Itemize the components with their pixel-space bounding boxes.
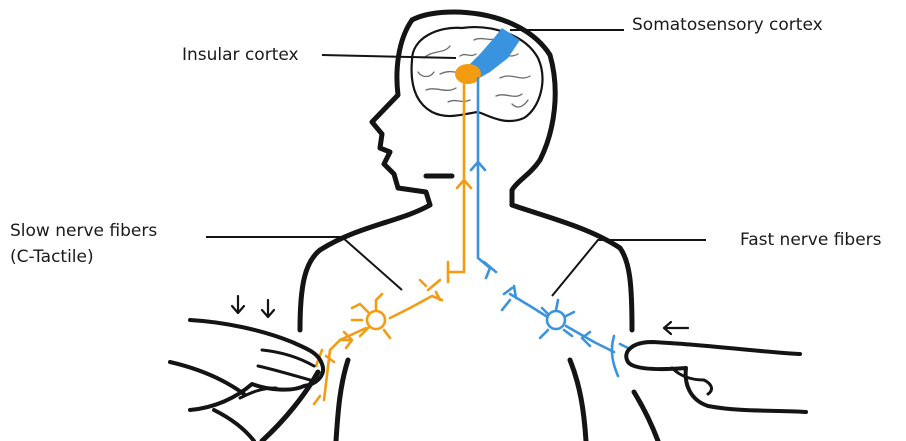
fast-ascending-fiber: [478, 78, 490, 268]
fast-peripheral-fiber: [566, 326, 614, 352]
somatosensory-cortex-label: Somatosensory cortex: [632, 15, 823, 35]
right-hand-thumb: [672, 368, 711, 394]
left-torso-side: [336, 360, 348, 441]
right-hand-pointing: [626, 322, 806, 412]
right-shoulder-outline: [512, 205, 632, 330]
fast-cell-body: [547, 311, 565, 329]
slow-cell-body: [367, 311, 385, 329]
left-arm-outline: [262, 372, 318, 441]
fast-dendrites: [540, 300, 574, 338]
fast-nerve-pathway: [471, 78, 628, 376]
right-arm-outline: [634, 392, 658, 441]
insular-leader-line: [322, 55, 456, 58]
left-forearm: [170, 362, 254, 441]
right-torso-side: [570, 360, 586, 441]
down-arrow-icon-2: [262, 300, 274, 317]
right-hand-outline: [626, 342, 806, 412]
face-outline: [372, 20, 430, 205]
left-arrow-icon: [664, 322, 688, 334]
fast-second-neuron: [502, 286, 546, 316]
fast-fiber-terminal: [484, 262, 496, 278]
left-shoulder-outline: [300, 205, 430, 330]
slow-fibers-sublabel: (C-Tactile): [10, 247, 94, 267]
slow-fibers-label: Slow nerve fibers: [10, 221, 157, 241]
down-arrow-icon: [232, 296, 244, 313]
fast-fibers-label: Fast nerve fibers: [740, 230, 882, 250]
insular-cortex-label: Insular cortex: [182, 45, 299, 65]
leader-lines: [206, 30, 706, 296]
